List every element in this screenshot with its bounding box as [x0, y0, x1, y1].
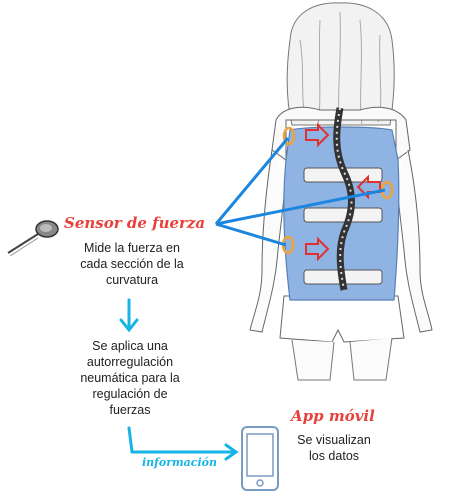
down-arrow [119, 298, 139, 333]
regulation-line-3: neumática para la [80, 371, 180, 385]
sensor-device-icon [7, 220, 59, 257]
app-title: App móvil [291, 407, 375, 425]
app-description-line-1: Se visualizan [297, 433, 371, 447]
phone-icon [241, 426, 279, 491]
connector-line-bottom [215, 222, 287, 247]
sensor-description: Mide la fuerza en cada sección de la cur… [62, 240, 202, 288]
force-arrow-top [305, 122, 330, 148]
information-arrow [127, 426, 239, 461]
app-description: Se visualizan los datos [284, 432, 384, 464]
regulation-description: Se aplica una autorregulación neumática … [60, 338, 200, 418]
information-label: información [142, 456, 218, 469]
legs [291, 337, 393, 381]
brace-strap-2 [303, 207, 383, 223]
sensor-description-line-1: Mide la fuerza en [84, 241, 180, 255]
sensor-description-line-3: curvatura [105, 273, 159, 287]
regulation-line-1: Se aplica una [92, 339, 168, 353]
sensor-description-line-2: cada sección de la [80, 257, 184, 271]
regulation-line-2: autorregulación [86, 355, 174, 369]
regulation-line-5: fuerzas [109, 403, 151, 417]
force-arrow-bottom [305, 236, 330, 262]
sensor-title: Sensor de fuerza [64, 214, 206, 232]
connector-line-top [214, 137, 290, 225]
app-description-line-2: los datos [308, 449, 360, 463]
shorts [279, 295, 405, 343]
regulation-line-4: regulación de [92, 387, 168, 401]
connector-line-right [215, 188, 386, 226]
sensor-dot-top [282, 126, 296, 146]
right-arm [395, 149, 433, 333]
hair [286, 2, 395, 126]
